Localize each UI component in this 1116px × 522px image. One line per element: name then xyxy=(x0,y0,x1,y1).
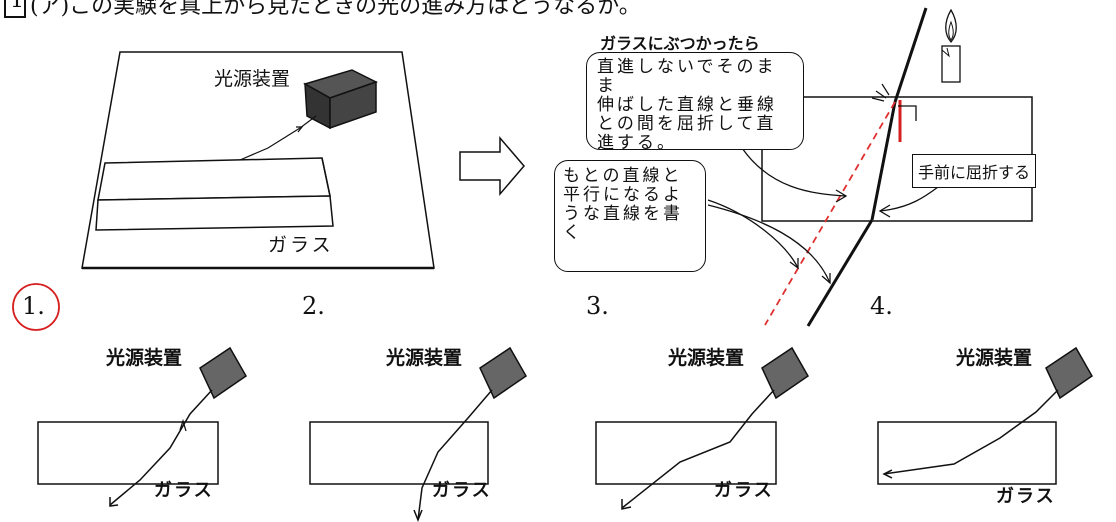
question-number-box: 1 xyxy=(4,0,26,18)
light-beam-path xyxy=(239,115,317,161)
glass-label: ガラス xyxy=(268,234,334,256)
glass-block-top xyxy=(97,157,331,201)
callout-arrow-3 xyxy=(707,199,799,269)
hollow-arrow xyxy=(459,135,525,197)
bubble1-line: 進する。 xyxy=(597,133,677,153)
choice-number-2: 2. xyxy=(302,292,325,320)
choice-4-source-label: 光源装置 xyxy=(956,347,1033,369)
candle-icon xyxy=(941,8,961,83)
explanation-bubble-1: 直進しないでそのまま 伸ばした直線と垂線 との間を屈折して直 進する。 xyxy=(586,52,804,153)
refracted-ray xyxy=(870,101,897,221)
callout-arrow-2 xyxy=(879,186,939,212)
explanation-title: ガラスにぶつかったら xyxy=(600,34,760,53)
callout-arrow-1 xyxy=(741,147,847,197)
bubble2-line: 平行になるよ xyxy=(563,185,683,205)
bubble2-line: うな直線を書 xyxy=(563,204,683,224)
choice-2-figure xyxy=(309,346,527,522)
choice-number-1: 1. xyxy=(22,292,45,320)
choice-number-3: 3. xyxy=(586,292,609,320)
answer-circle xyxy=(12,283,60,331)
choice-4-glass-label: ガラス xyxy=(996,486,1056,507)
refraction-tag: 手前に屈折する xyxy=(912,154,1037,188)
choice-3-glass-label: ガラス xyxy=(714,480,774,501)
bubble1-line: との間を屈折して直 xyxy=(597,114,777,134)
incident-ray xyxy=(893,7,928,103)
choice-1-source-label: 光源装置 xyxy=(106,347,183,369)
glass-block-front xyxy=(95,195,334,231)
choice-1-glass-label: ガラス xyxy=(154,480,214,501)
choices xyxy=(12,283,1093,522)
experiment-illustration xyxy=(81,51,435,270)
bubble1-line: 直進しないでそのまま xyxy=(597,57,777,96)
light-source-label: 光源装置 xyxy=(214,68,291,90)
choice-4-figure xyxy=(877,346,1093,485)
choice-1-figure xyxy=(37,346,247,507)
choice-2-source-label: 光源装置 xyxy=(386,347,463,369)
emerging-ray xyxy=(806,219,874,327)
question-text: (ア)この実験を真上から見たときの光の進み方はどうなるか。 xyxy=(30,0,641,19)
light-source-side xyxy=(329,80,377,130)
choice-3-source-label: 光源装置 xyxy=(668,347,745,369)
choice-number-4: 4. xyxy=(870,292,893,320)
choice-3-figure xyxy=(595,346,809,510)
bubble1-line: 伸ばした直線と垂線 xyxy=(597,95,777,115)
bubble2-line: もとの直線と xyxy=(563,166,683,186)
callout-arrow-4 xyxy=(707,204,831,284)
choice-2-glass-label: ガラス xyxy=(432,480,492,501)
explanation-bubble-2: もとの直線と 平行になるよ うな直線を書 く xyxy=(554,160,706,272)
bubble2-line: く xyxy=(563,223,583,243)
question-number: 1 xyxy=(10,0,24,13)
